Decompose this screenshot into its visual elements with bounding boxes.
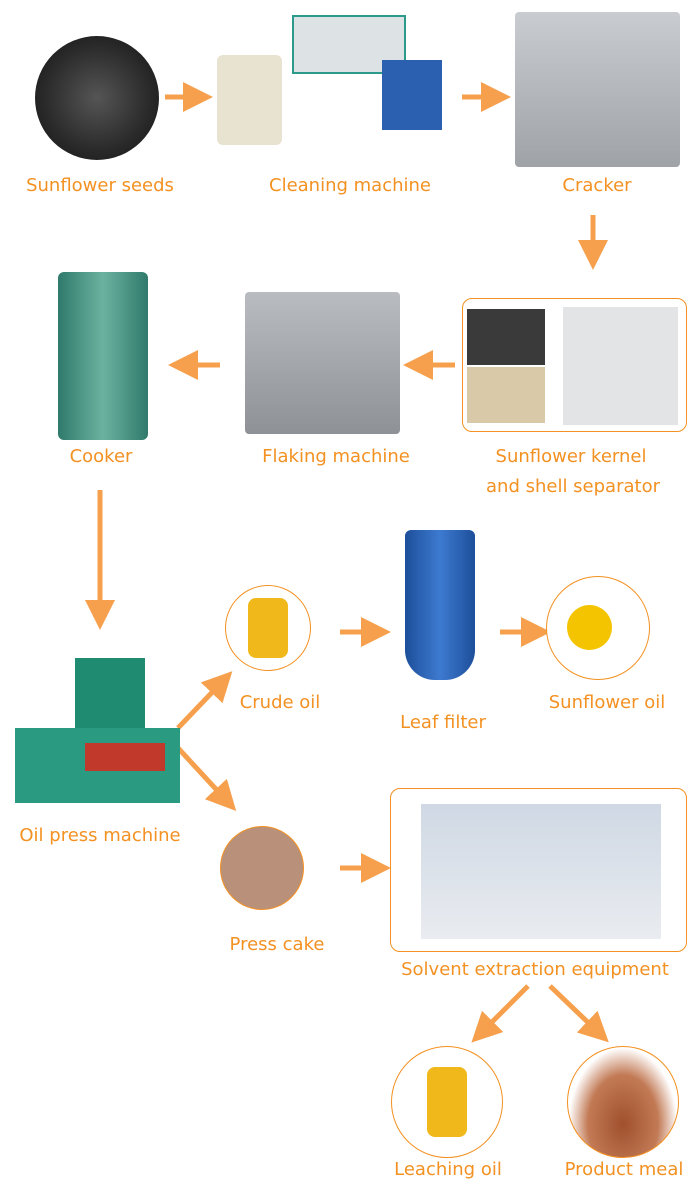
label-product-meal: Product meal — [564, 1159, 684, 1180]
arrow-press-crude — [176, 671, 233, 730]
label-cooker: Cooker — [69, 446, 133, 467]
cracker-image — [515, 12, 680, 167]
label-cracker: Cracker — [562, 175, 632, 196]
solvent-extraction-image-box — [390, 788, 687, 952]
label-leaf-filter: Leaf filter — [400, 712, 486, 733]
arrow-solvent-meal — [548, 984, 609, 1043]
label-separator-line1: Sunflower kernel — [495, 446, 647, 467]
label-flaking-machine: Flaking machine — [262, 446, 410, 467]
label-cleaning-machine: Cleaning machine — [269, 175, 431, 196]
sunflower-oil-image — [546, 576, 650, 680]
oil-press-machine-image — [15, 658, 185, 808]
sunflower-seeds-image — [35, 36, 159, 160]
label-sunflower-seeds: Sunflower seeds — [26, 175, 174, 196]
arrow-press-cake — [176, 746, 237, 812]
cooker-image — [58, 272, 148, 440]
label-press-cake: Press cake — [229, 934, 325, 955]
separator-image-box — [462, 298, 687, 432]
arrow-solvent-leaching — [471, 984, 530, 1043]
label-leaching-oil: Leaching oil — [394, 1159, 502, 1180]
product-meal-image — [567, 1046, 679, 1158]
label-crude-oil: Crude oil — [239, 692, 321, 713]
flaking-machine-image — [245, 292, 400, 434]
leaching-oil-image — [391, 1046, 503, 1158]
label-separator-line2: and shell separator — [486, 476, 660, 497]
label-oil-press-machine: Oil press machine — [19, 825, 181, 846]
cleaning-machine-image — [212, 10, 442, 145]
press-cake-image — [220, 826, 304, 910]
leaf-filter-image — [390, 530, 490, 695]
label-solvent-extraction: Solvent extraction equipment — [401, 959, 669, 980]
crude-oil-image — [225, 585, 311, 671]
label-sunflower-oil: Sunflower oil — [548, 692, 666, 713]
